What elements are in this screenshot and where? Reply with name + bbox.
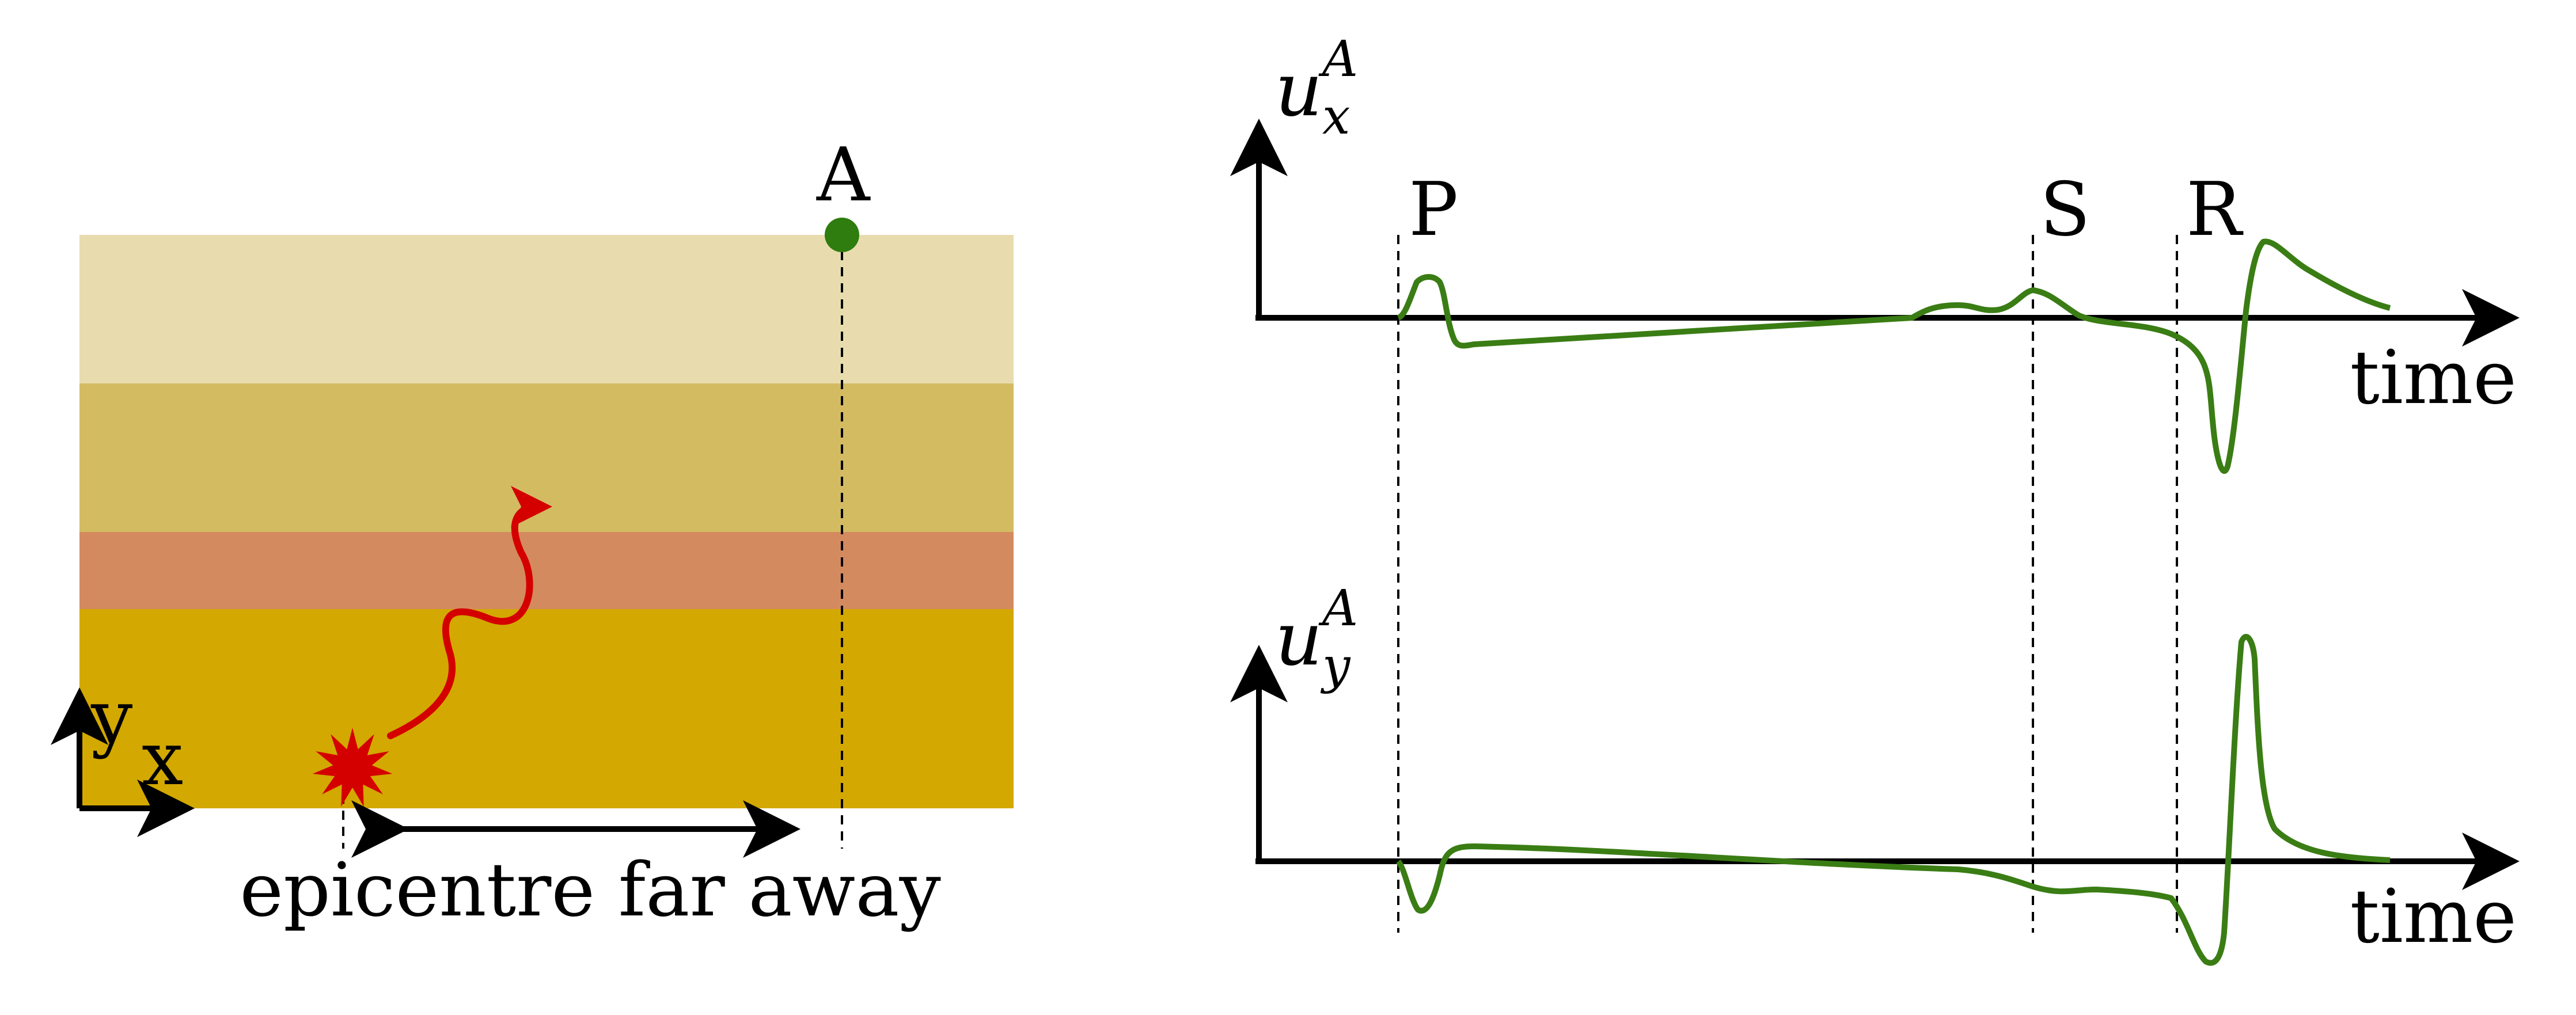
- layer-3: [79, 532, 1014, 609]
- layer-1: [79, 235, 1014, 383]
- axis-x-label: x: [142, 716, 183, 802]
- x-axis-symbol: u: [1275, 47, 1322, 133]
- y-time-label: time: [2350, 874, 2517, 960]
- station-label: A: [816, 132, 871, 218]
- y-axis-symbol: u: [1275, 596, 1322, 682]
- hypocentre-star-icon: [312, 728, 393, 807]
- seismogram-y: u A y time: [1230, 580, 2520, 966]
- x-time-label: time: [2350, 335, 2517, 421]
- phase-lines: P S R: [1397, 167, 2244, 933]
- x-axis-subscript: x: [1322, 88, 1350, 146]
- layer-2: [79, 383, 1014, 532]
- x-axis-superscript: A: [1318, 31, 1358, 88]
- station-marker: [825, 218, 859, 252]
- p-label: P: [1409, 167, 1458, 253]
- seismogram-x: u A x time: [1230, 31, 2520, 474]
- y-trace: [1395, 634, 2391, 966]
- ground-layers: [79, 235, 1014, 808]
- coordinate-axes: y x: [51, 675, 195, 837]
- axis-y-label: y: [90, 675, 132, 761]
- distance-indicator: epicentre far away: [240, 800, 941, 933]
- y-axis-superscript: A: [1318, 580, 1358, 637]
- station-a: A: [816, 132, 871, 849]
- s-label: S: [2040, 167, 2091, 253]
- y-axis-subscript: y: [1320, 637, 1351, 695]
- x-trace: [1397, 238, 2391, 474]
- layer-4: [79, 609, 1014, 808]
- distance-caption: epicentre far away: [240, 847, 941, 933]
- r-label: R: [2186, 167, 2244, 253]
- seismic-wave-ray: [387, 486, 552, 739]
